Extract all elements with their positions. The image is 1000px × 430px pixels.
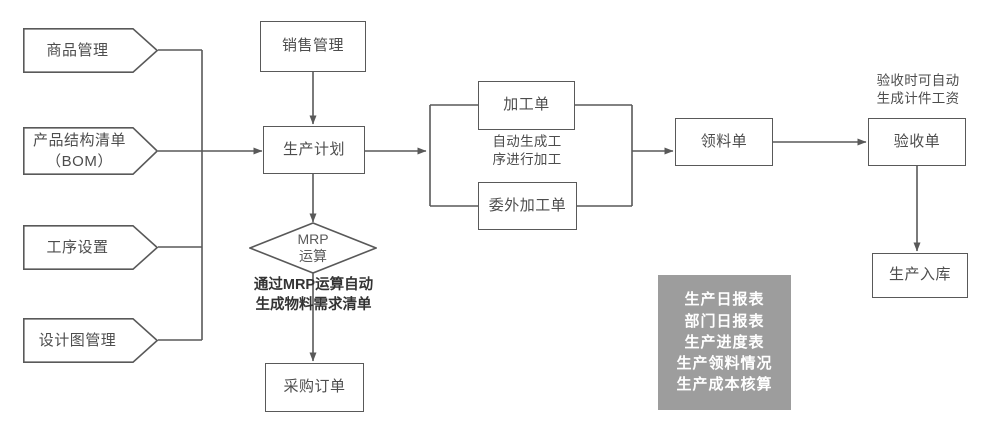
report-item: 生产进度表 [684, 333, 765, 351]
input-node-bom[interactable]: 产品结构清单 （BOM） [23, 127, 158, 175]
node-acceptance-order[interactable]: 验收单 [868, 118, 966, 166]
pentagon-shape [23, 225, 158, 270]
input-node-label: 设计图管理 [38, 332, 117, 349]
node-mrp-calculation[interactable]: MRP 运算 [249, 222, 377, 274]
input-node-goods[interactable]: 商品管理 [23, 28, 158, 73]
diamond-shape [249, 222, 377, 274]
node-material-requisition[interactable]: 领料单 [675, 118, 773, 166]
note-mrp: 通过MRP运算自动 生成物料需求清单 [253, 277, 374, 313]
report-item: 生产领料情况 [676, 355, 773, 373]
node-production-plan[interactable]: 生产计划 [263, 126, 365, 174]
reports-panel[interactable]: 生产日报表 部门日报表 生产进度表 生产领料情况 生产成本核算 [658, 275, 791, 410]
node-purchase-order[interactable]: 采购订单 [265, 363, 364, 412]
node-stock-in[interactable]: 生产入库 [872, 253, 968, 298]
input-node-label: 产品结构清单 （BOM） [32, 132, 126, 170]
input-node-process[interactable]: 工序设置 [23, 225, 158, 270]
note-acceptance: 验收时可自动 生成计件工资 [876, 73, 960, 107]
node-work-order[interactable]: 加工单 [478, 81, 575, 130]
report-item: 生产日报表 [684, 291, 765, 309]
input-node-label: 商品管理 [46, 42, 109, 59]
node-mrp-label: MRP 运算 [297, 230, 329, 265]
pentagon-shape [23, 28, 158, 73]
input-node-drawing[interactable]: 设计图管理 [23, 318, 158, 363]
report-item: 部门日报表 [684, 312, 765, 330]
node-outsource-order[interactable]: 委外加工单 [478, 182, 577, 230]
node-sales-management[interactable]: 销售管理 [260, 21, 366, 72]
report-item: 生产成本核算 [676, 376, 773, 394]
note-process: 自动生成工 序进行加工 [492, 134, 562, 168]
pentagon-shape [23, 127, 158, 175]
input-node-label: 工序设置 [46, 239, 109, 256]
pentagon-shape [23, 318, 158, 363]
